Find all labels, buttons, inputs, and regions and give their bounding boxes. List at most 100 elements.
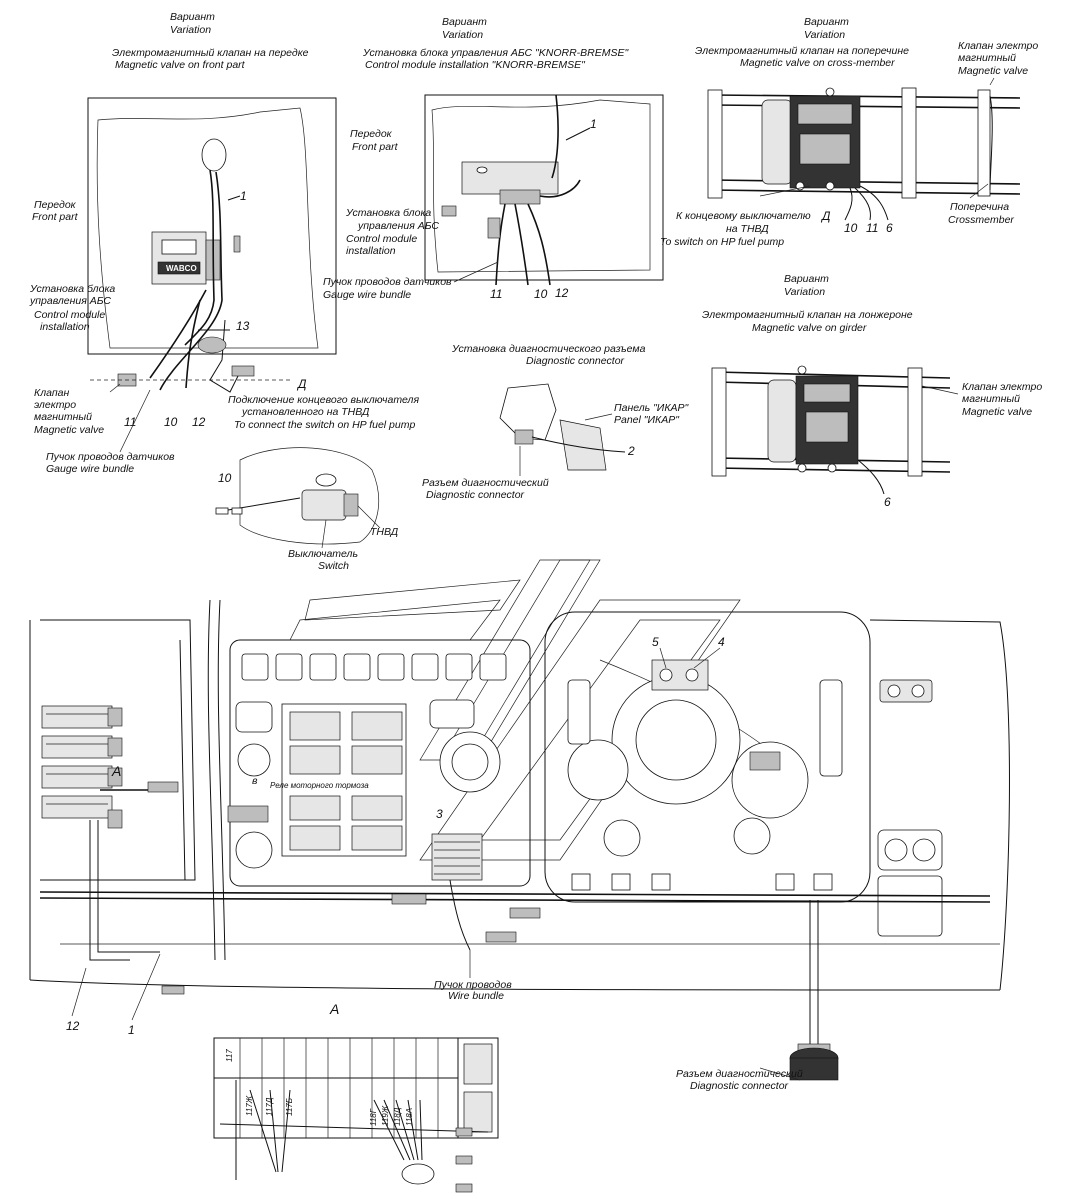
cross-valve-en: Magnetic valve <box>958 65 1028 77</box>
cross-valve-ru-2: магнитный <box>958 52 1016 64</box>
vent-round <box>237 743 271 777</box>
cross-wire-10 <box>844 187 853 221</box>
switch-label-leader <box>321 519 327 549</box>
detail-a-letter: A <box>329 1001 339 1017</box>
knorr-abs-ru-2: управления АБС <box>357 220 439 232</box>
front-abs-en-2: installation <box>40 321 90 333</box>
girder-mount-2 <box>797 463 807 473</box>
knorr-title-en: Control module installation "KNORR-BREMS… <box>365 59 586 71</box>
bundle-drop-12 <box>89 820 130 961</box>
knorr-num-1: 1 <box>590 117 597 131</box>
girder-title-en: Magnetic valve on girder <box>752 322 867 334</box>
switch-slot <box>275 653 303 681</box>
front-part-en: Front part <box>32 211 79 223</box>
gauge-small <box>733 817 771 855</box>
dash-left-wall <box>40 619 196 881</box>
cross-mount-2 <box>825 181 835 191</box>
fuse-block-4 <box>41 795 113 819</box>
front-gauge-leader <box>119 389 151 453</box>
main-bundle <box>39 891 991 897</box>
knorr-abs-en-2: installation <box>346 245 396 257</box>
cross-front-beam <box>707 89 723 199</box>
switch-end <box>343 493 359 517</box>
cross-switch-leader <box>759 185 811 197</box>
cluster-btn <box>775 873 795 891</box>
relay <box>289 711 341 741</box>
fuse-tab-2 <box>107 737 123 757</box>
switch-title-ru-1: Подключение концевого выключателя <box>228 394 419 406</box>
center-console <box>229 639 531 887</box>
girder-variant: Вариант <box>784 273 829 285</box>
code-117d: 117Д <box>265 1097 274 1116</box>
knorr-front-en: Front part <box>352 141 399 153</box>
gauge-small-2 <box>603 819 641 857</box>
front-title-en: Magnetic valve on front part <box>115 59 246 71</box>
dash-right-wall <box>869 619 1010 991</box>
switch-letter-d: Д <box>296 377 307 391</box>
bundle-plug <box>391 893 427 905</box>
knorr-plug <box>441 205 457 217</box>
diag-panel-en: Panel "ИКАР" <box>614 414 680 426</box>
girder-mount-3 <box>827 463 837 473</box>
vent-square <box>235 701 273 733</box>
cross-rail-top-a <box>711 94 1021 99</box>
relay <box>351 795 403 821</box>
knorr-module <box>461 161 559 195</box>
front-grommet <box>197 336 227 354</box>
knorr-num-10: 10 <box>534 287 548 301</box>
knorr-gauge-en: Gauge wire bundle <box>323 289 411 301</box>
knorr-wire-10 <box>514 203 529 286</box>
front-clip <box>233 235 241 253</box>
girder-num-6: 6 <box>884 495 891 509</box>
code-118a: 118А <box>405 1108 414 1126</box>
leader-bundle-1 <box>131 953 161 1021</box>
front-valve-ru-3: магнитный <box>34 411 92 423</box>
knorr-clip <box>487 217 501 239</box>
dash-left-inner <box>179 639 186 881</box>
cross-num-11: 11 <box>866 221 878 235</box>
fuse-tab-3 <box>107 767 123 787</box>
cross-letter-d: Д <box>820 209 831 223</box>
knorr-wire-side <box>539 179 581 198</box>
front-gauge-ru: Пучок проводов датчиков <box>46 451 175 463</box>
front-valve-ru-1: Клапан <box>34 387 69 399</box>
cross-valve-wire <box>989 95 993 191</box>
leader-12 <box>71 967 87 1017</box>
lamp <box>685 668 699 682</box>
overlay-band-4 <box>304 579 521 621</box>
switch-tnvd-leader <box>357 505 381 529</box>
cross-title-en: Magnetic valve on cross-member <box>740 57 895 69</box>
bundle-branch <box>449 879 471 951</box>
switch-outline <box>239 447 379 545</box>
right-switch <box>911 684 925 698</box>
lamp <box>659 668 673 682</box>
bundle-drop-1 <box>97 820 160 953</box>
front-variation: Variation <box>170 24 211 36</box>
relay-label: Реле моторного тормоза <box>270 781 369 790</box>
front-abs-en-1: Control module <box>34 309 105 321</box>
switch-slot <box>377 653 405 681</box>
knorr-num-12: 12 <box>555 286 569 300</box>
diag-title-ru: Установка диагностического разъема <box>451 343 646 355</box>
switch-tnvd: ТНВД <box>370 526 399 538</box>
girder-valve-en: Magnetic valve <box>962 406 1032 418</box>
bundle-plug-3 <box>485 931 517 943</box>
diag-panel-leader <box>584 413 613 421</box>
cross-variant: Вариант <box>804 16 849 28</box>
fuse-block-3 <box>41 765 113 789</box>
gauge-left <box>567 739 629 801</box>
bundle-plug-2 <box>509 907 541 919</box>
girder-mount-1 <box>797 365 807 375</box>
detail-a-term <box>455 1127 473 1137</box>
cross-beam-1 <box>901 87 917 199</box>
cross-switch-ru-2: на ТНВД <box>726 223 769 235</box>
relay <box>351 711 403 741</box>
knorr-variant: Вариант <box>442 16 487 28</box>
switch-body <box>301 489 347 521</box>
switch-cap <box>315 473 337 487</box>
speedometer-inner <box>635 699 717 781</box>
detail-a-wires-left <box>235 1080 291 1180</box>
leader-5 <box>659 647 667 669</box>
cross-valve-ru-1: Клапан электро <box>958 40 1038 52</box>
